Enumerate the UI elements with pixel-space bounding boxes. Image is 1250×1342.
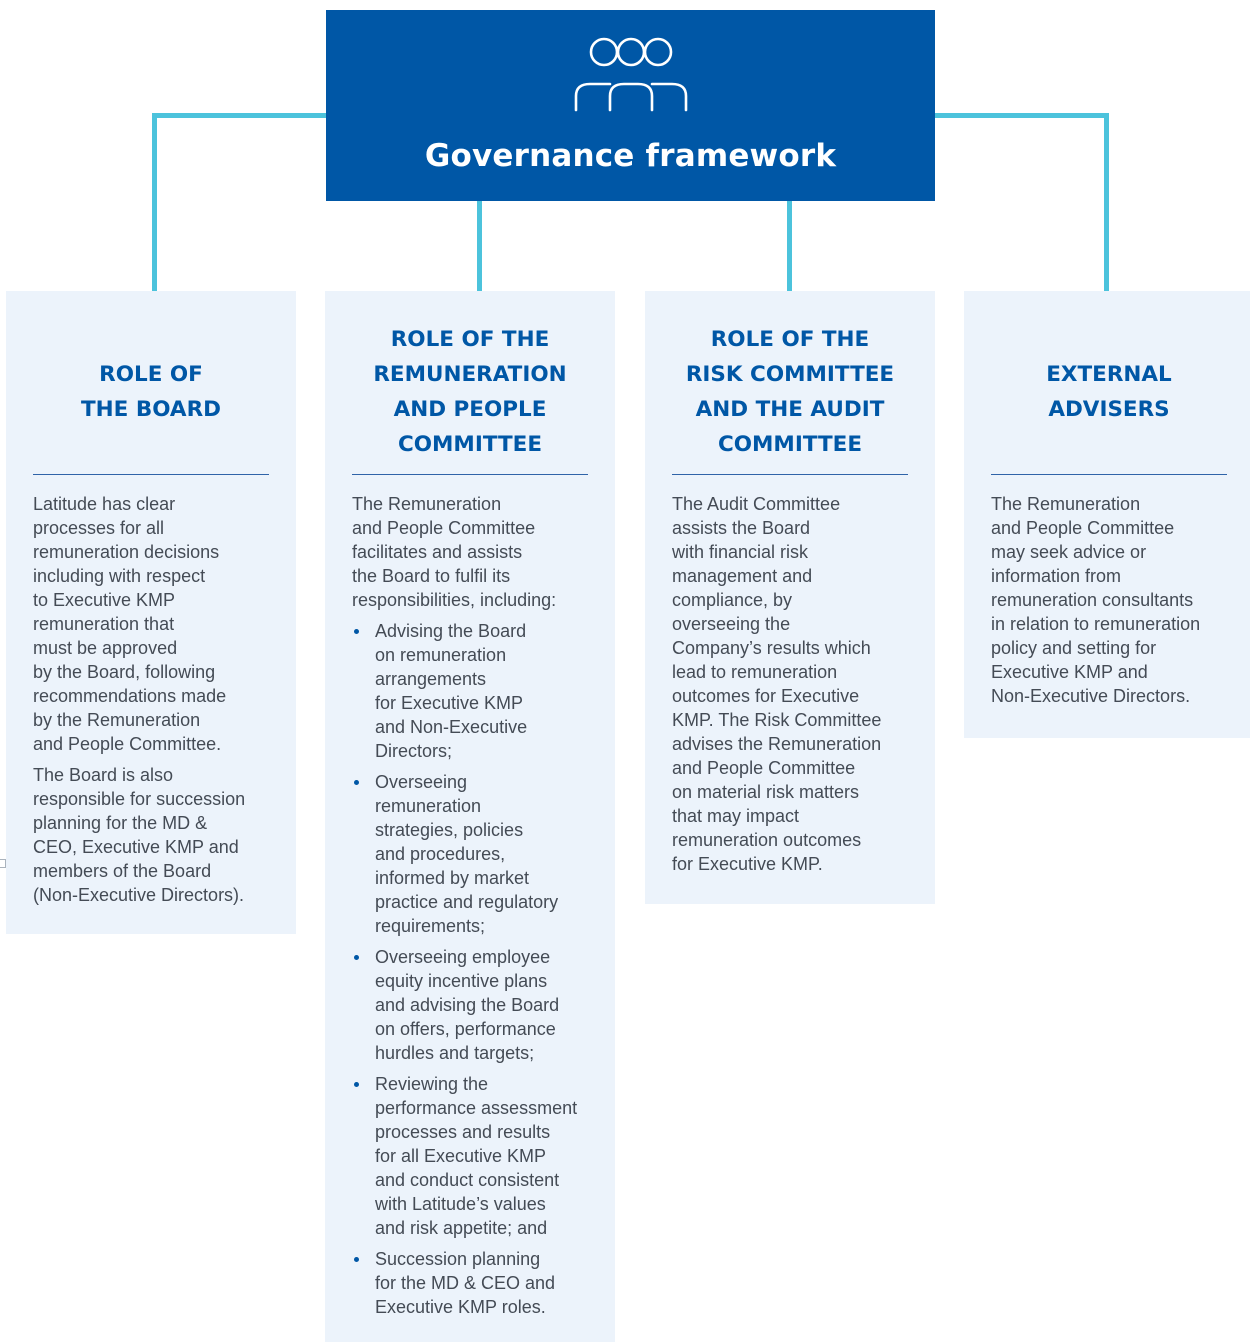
bullet-dot-icon	[354, 780, 359, 785]
card-divider	[33, 474, 269, 475]
connector-center-right-vertical	[787, 200, 792, 292]
connector-center-left-vertical	[477, 200, 482, 292]
card-remuneration-and-people-committee	[325, 291, 615, 1342]
card-risk-and-audit-committee	[645, 291, 935, 904]
bullet-list: Advising the Board on remuneration arran…	[352, 619, 610, 1319]
card-external-advisers	[964, 291, 1250, 738]
card-paragraph: The Audit Committee assists the Board wi…	[672, 494, 882, 874]
card-title: ROLE OF THE REMUNERATION AND PEOPLE COMM…	[373, 327, 567, 457]
card-divider	[991, 474, 1227, 475]
list-item: Reviewing the performance assessment pro…	[352, 1072, 610, 1240]
card-divider	[352, 474, 588, 475]
card-divider	[672, 474, 908, 475]
edge-marker	[0, 859, 6, 868]
governance-header: Governance framework	[326, 10, 935, 201]
card-title: ROLE OF THE RISK COMMITTEE AND THE AUDIT…	[685, 327, 895, 457]
card-role-of-the-board	[6, 291, 296, 934]
card-body: Latitude has clear processes for all rem…	[33, 492, 283, 914]
bullet-dot-icon	[354, 955, 359, 960]
bullet-dot-icon	[354, 1082, 359, 1087]
connector-left-horizontal	[152, 113, 326, 118]
list-item: Overseeing employee equity incentive pla…	[352, 945, 610, 1065]
card-title: EXTERNAL ADVISERS	[1046, 362, 1172, 422]
header-title: Governance framework	[424, 138, 837, 174]
connector-left-vertical	[152, 113, 157, 292]
people-group-icon	[574, 37, 688, 112]
bullet-dot-icon	[354, 1257, 359, 1262]
card-paragraph: The Remuneration and People Committee fa…	[352, 494, 557, 610]
list-item: Advising the Board on remuneration arran…	[352, 619, 610, 763]
card-body: The Remuneration and People Committee fa…	[352, 492, 610, 1326]
card-paragraph: Latitude has clear processes for all rem…	[33, 494, 227, 754]
list-item: Succession planning for the MD & CEO and…	[352, 1247, 610, 1319]
list-item: Overseeing remuneration strategies, poli…	[352, 770, 610, 938]
card-paragraph: The Remuneration and People Committee ma…	[991, 494, 1201, 706]
card-title: ROLE OF THE BOARD	[81, 362, 221, 422]
card-body: The Audit Committee assists the Board wi…	[672, 492, 928, 883]
connector-right-vertical	[1104, 113, 1109, 292]
bullet-dot-icon	[354, 629, 359, 634]
card-body: The Remuneration and People Committee ma…	[991, 492, 1246, 715]
connector-right-horizontal	[935, 113, 1108, 118]
card-paragraph: The Board is also responsible for succes…	[33, 765, 246, 905]
